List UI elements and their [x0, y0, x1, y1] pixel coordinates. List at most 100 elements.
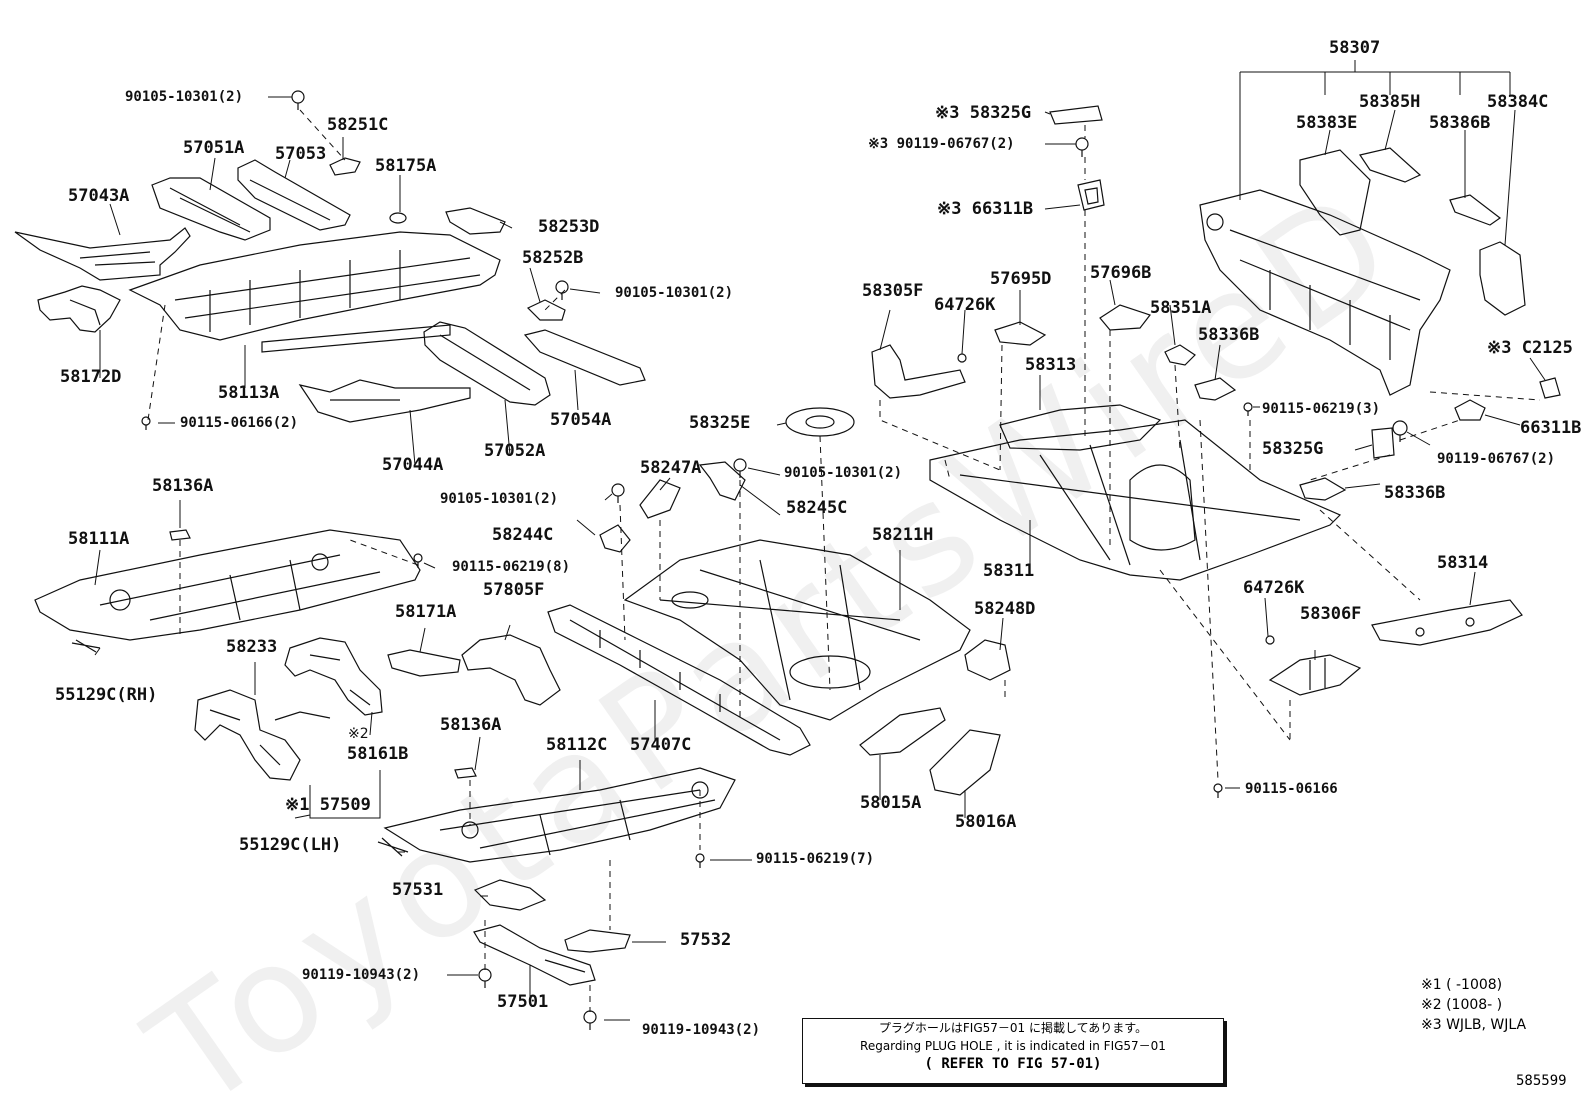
- label-58311[interactable]: 58311: [983, 561, 1035, 581]
- label-90119-06767-a[interactable]: ※3 90119-06767(2): [868, 136, 1015, 152]
- label-57051A[interactable]: 57051A: [183, 138, 245, 158]
- label-58161B[interactable]: 58161B: [347, 744, 409, 764]
- label-57044A[interactable]: 57044A: [382, 455, 444, 475]
- label-58015A[interactable]: 58015A: [860, 793, 922, 813]
- label-57805F[interactable]: 57805F: [483, 580, 545, 600]
- label-58245C[interactable]: 58245C: [786, 498, 848, 518]
- part-58386B: [1449, 194, 1502, 226]
- label-55129C-LH[interactable]: 55129C(LH): [239, 835, 342, 855]
- label-58351A[interactable]: 58351A: [1150, 298, 1212, 318]
- label-58172D[interactable]: 58172D: [60, 367, 122, 387]
- bolt-90115-3: [1243, 402, 1253, 416]
- label-66311B-b[interactable]: 66311B: [1520, 418, 1582, 438]
- ref-line-2: Regarding PLUG HOLE , it is indicated in…: [860, 1039, 1166, 1053]
- label-58307[interactable]: 58307: [1329, 38, 1381, 58]
- part-C2125: [1539, 377, 1561, 399]
- label-57531[interactable]: 57531: [392, 880, 444, 900]
- label-58175A[interactable]: 58175A: [375, 156, 437, 176]
- label-64726K-a[interactable]: 64726K: [934, 295, 996, 315]
- label-58305F[interactable]: 58305F: [862, 281, 924, 301]
- label-57043A[interactable]: 57043A: [68, 186, 130, 206]
- part-58171A: [387, 649, 461, 677]
- ref-line-1: プラグホールはFIG57－01 に掲載してあります。: [878, 1021, 1148, 1035]
- label-90105-10301-c1[interactable]: 90105-10301(2): [440, 491, 559, 507]
- label-57501[interactable]: 57501: [497, 992, 549, 1012]
- bolt-90105-c1: [611, 483, 625, 503]
- bolt-90115-7: [695, 853, 705, 868]
- label-58244C[interactable]: 58244C: [492, 525, 554, 545]
- label-58111A[interactable]: 58111A: [68, 529, 130, 549]
- label-90115-06166-l[interactable]: 90115-06166(2): [180, 415, 299, 431]
- label-90105-10301-c2[interactable]: 90105-10301(2): [784, 465, 903, 481]
- label-58016A[interactable]: 58016A: [955, 812, 1017, 832]
- part-58325G-b: [1371, 427, 1395, 459]
- label-90115-06219-3[interactable]: 90115-06219(3): [1262, 401, 1381, 417]
- label-58248D[interactable]: 58248D: [974, 599, 1036, 619]
- part-58015A: [859, 707, 946, 756]
- label-90115-06219-8[interactable]: 90115-06219(8): [452, 559, 571, 575]
- label-90119-10943-b[interactable]: 90119-10943(2): [642, 1022, 761, 1038]
- ref-line-3[interactable]: ( REFER TO FIG 57-01): [924, 1056, 1102, 1072]
- label-57054A[interactable]: 57054A: [550, 410, 612, 430]
- footnote-legend: ※1 ( -1008) ※2 (1008- ) ※3 WJLB, WJLA: [1421, 975, 1526, 1035]
- label-58247A[interactable]: 58247A: [640, 458, 702, 478]
- label-90115-06219-7[interactable]: 90115-06219(7): [756, 851, 875, 867]
- label-58233[interactable]: 58233: [226, 637, 278, 657]
- part-58172D: [37, 285, 121, 333]
- label-58252B[interactable]: 58252B: [522, 248, 584, 268]
- label-58112C[interactable]: 58112C: [546, 735, 608, 755]
- bolt-90105-top: [291, 90, 305, 110]
- label-90119-10943-a[interactable]: 90119-10943(2): [302, 967, 421, 983]
- figure-id: 585599: [1516, 1073, 1567, 1089]
- label-57695D[interactable]: 57695D: [990, 269, 1052, 289]
- part-58314: [1371, 599, 1523, 646]
- label-57053[interactable]: 57053: [275, 144, 327, 164]
- label-58136A-b[interactable]: 58136A: [440, 715, 502, 735]
- part-58247A: [639, 479, 681, 519]
- label-58385H[interactable]: 58385H: [1359, 92, 1421, 112]
- part-58351A: [1164, 344, 1196, 366]
- part-57053: [237, 159, 351, 231]
- label-58336B-a[interactable]: 58336B: [1198, 325, 1260, 345]
- bolt-90115-left: [141, 416, 151, 430]
- label-57509[interactable]: ※1 57509: [285, 795, 371, 815]
- label-58314[interactable]: 58314: [1437, 553, 1489, 573]
- label-90105-10301-top[interactable]: 90105-10301(2): [125, 89, 244, 105]
- label-58336B-b[interactable]: 58336B: [1384, 483, 1446, 503]
- label-58136A-a[interactable]: 58136A: [152, 476, 214, 496]
- part-58233: [194, 689, 301, 781]
- legend-note-2: ※2 (1008- ): [1421, 997, 1503, 1013]
- label-55129C-RH[interactable]: 55129C(RH): [55, 685, 158, 705]
- label-58171A[interactable]: 58171A: [395, 602, 457, 622]
- part-58253D: [445, 207, 506, 235]
- label-58113A[interactable]: 58113A: [218, 383, 280, 403]
- label-58306F[interactable]: 58306F: [1300, 604, 1362, 624]
- label-57532[interactable]: 57532: [680, 930, 732, 950]
- label-58325G-a[interactable]: ※3 58325G: [935, 103, 1032, 123]
- part-57696B: [1099, 304, 1151, 331]
- part-58336B-a: [1194, 377, 1237, 401]
- label-90115-06166-r[interactable]: 90115-06166: [1245, 781, 1338, 797]
- label-58325G-b[interactable]: 58325G: [1262, 439, 1324, 459]
- label-64726K-b[interactable]: 64726K: [1243, 578, 1305, 598]
- label-58253D[interactable]: 58253D: [538, 217, 600, 237]
- label-57696B[interactable]: 57696B: [1090, 263, 1152, 283]
- label-C2125[interactable]: ※3 C2125: [1487, 338, 1573, 358]
- label-58211H[interactable]: 58211H: [872, 525, 934, 545]
- label-58251C[interactable]: 58251C: [327, 115, 389, 135]
- label-90105-10301-mid[interactable]: 90105-10301(2): [615, 285, 734, 301]
- label-58386B[interactable]: 58386B: [1429, 113, 1491, 133]
- legend-note-3: ※3 WJLB, WJLA: [1421, 1017, 1527, 1033]
- label-66311B-a[interactable]: ※3 66311B: [937, 199, 1034, 219]
- label-58383E[interactable]: 58383E: [1296, 113, 1358, 133]
- label-57052A[interactable]: 57052A: [484, 441, 546, 461]
- part-57695D: [994, 321, 1047, 346]
- label-58313[interactable]: 58313: [1025, 355, 1077, 375]
- label-90119-06767-b[interactable]: 90119-06767(2): [1437, 451, 1556, 467]
- label-58384C[interactable]: 58384C: [1487, 92, 1549, 112]
- part-58136A-b: [454, 767, 477, 779]
- label-58325E[interactable]: 58325E: [689, 413, 751, 433]
- label-57407C[interactable]: 57407C: [630, 735, 692, 755]
- part-58251C: [329, 157, 361, 176]
